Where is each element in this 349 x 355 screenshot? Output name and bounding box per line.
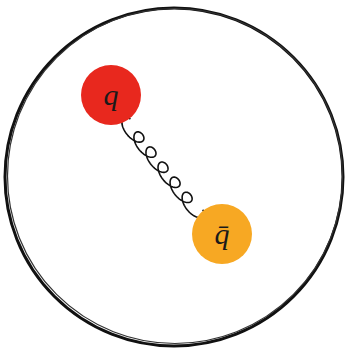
gluon-spring xyxy=(122,117,204,218)
particle-label: q̄ xyxy=(215,219,230,249)
particle-label: q xyxy=(104,80,119,110)
outer-circle xyxy=(5,8,343,346)
quark-circle: q xyxy=(81,65,141,125)
antiquark-circle: q̄ xyxy=(192,204,252,264)
outer-circle-sketch xyxy=(8,9,343,344)
